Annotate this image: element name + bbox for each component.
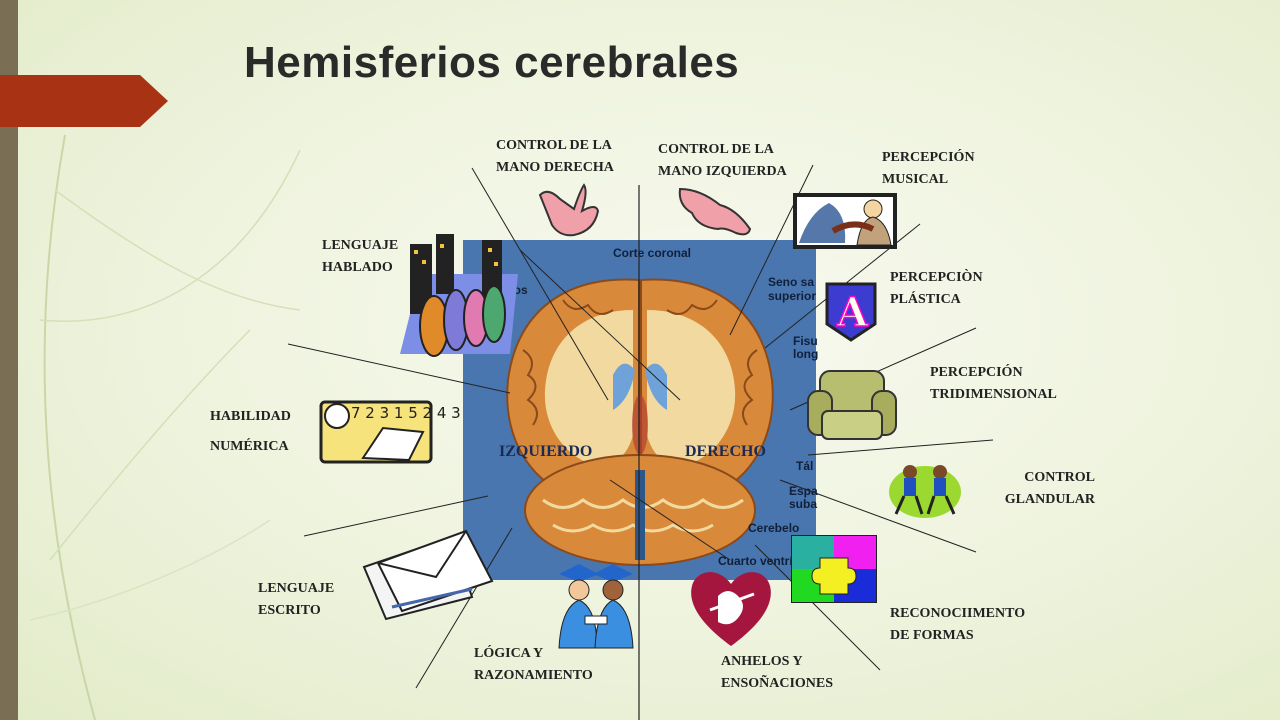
label-lenguaje-escrito: LENGUAJE ESCRITO [258, 581, 335, 618]
right-hand-icon [538, 183, 600, 237]
side-label-cuarto-ventriculo: Cuarto ventríc [718, 554, 800, 568]
puzzle-shapes-icon [791, 535, 877, 603]
people-city-icon [400, 234, 518, 357]
numbers-text: 7 2 3 1 5 2 4 3 [351, 404, 461, 422]
label-control-mano-izquierda: CONTROL DE LA MANO IZQUIERDA [658, 142, 787, 179]
side-label-seno: Seno sa [768, 275, 814, 289]
side-label-talamo: Tál [796, 459, 813, 473]
label-percepcion-tridimensional: PERCEPCIÓN TRIDIMENSIONAL [930, 365, 1057, 402]
graduates-icon [558, 564, 634, 649]
side-label-cerebelo: Cerebelo [748, 521, 799, 535]
exercise-people-icon [889, 465, 961, 518]
plastic-letter: A [836, 289, 869, 336]
numbers-book-icon: 7 2 3 1 5 2 4 3 [319, 400, 461, 464]
label-lenguaje-hablado: LENGUAJE HABLADO [322, 238, 399, 275]
label-control-glandular: CONTROL GLANDULAR [1004, 470, 1095, 507]
left-accent-bar [0, 0, 18, 720]
left-hand-icon [678, 187, 752, 236]
side-label-suba: suba [789, 497, 817, 511]
label-habilidad-numerica: HABILIDAD NUMÉRICA [210, 409, 291, 454]
heart-cupid-icon [691, 572, 771, 646]
label-logica-razonamiento: LÓGICA Y RAZONAMIENTO [474, 646, 593, 683]
left-hemisphere-label: IZQUIERDO [499, 443, 592, 460]
brain-header: Corte coronal [613, 246, 691, 260]
right-hemisphere-label: DERECHO [685, 443, 766, 460]
title-accent-tab [0, 75, 168, 127]
violin-musician-icon [793, 193, 897, 249]
letter-a-art-icon: A [825, 282, 877, 342]
side-label-fisura: Fisu [793, 334, 818, 348]
side-label-espacio: Espa [789, 484, 818, 498]
label-percepcion-musical: PERCEPCIÓN MUSICAL [882, 150, 975, 187]
armchair-icon [807, 370, 897, 440]
side-label-superior: superior [768, 289, 816, 303]
label-control-mano-derecha: CONTROL DE LA MANO DERECHA [496, 138, 614, 175]
letters-envelopes-icon [362, 529, 494, 621]
slide-title: Hemisferios cerebrales [244, 38, 740, 87]
label-anhelos-ensonaciones: ANHELOS Y ENSOÑACIONES [721, 654, 834, 691]
label-reconocimiento-formas: RECONOCIIMENTO DE FORMAS [890, 606, 1026, 643]
side-label-long: long [793, 347, 818, 361]
label-percepcion-plastica: PERCEPCIÒN PLÁSTICA [890, 270, 983, 307]
